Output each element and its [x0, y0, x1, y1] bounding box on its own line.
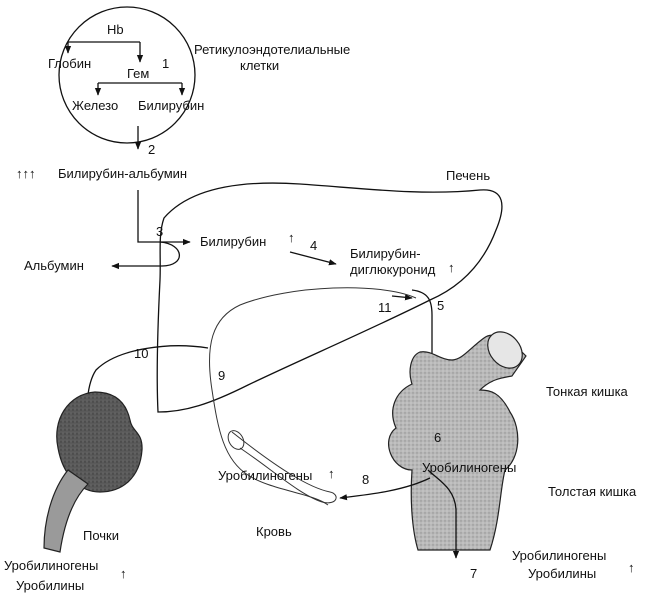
label-feces-line1: Уробилиногены	[512, 548, 606, 563]
label-tolstaya-kishka: Толстая кишка	[548, 484, 637, 499]
label-pechen: Печень	[446, 168, 490, 183]
step-4: 4	[310, 238, 317, 253]
reticuloendothelial-cell	[58, 6, 196, 144]
label-gem: Гем	[127, 66, 149, 81]
label-albumin: Альбумин	[24, 258, 84, 273]
label-bilirubin-liver: Билирубин	[200, 234, 266, 249]
up-urine: ↑	[120, 566, 127, 581]
kidney	[43, 391, 143, 553]
label-bilirubin-dg-line1: Билирубин-	[350, 246, 421, 261]
label-feces-line2: Уробилины	[528, 566, 596, 581]
arrow-4	[289, 251, 337, 266]
label-pochki: Почки	[83, 528, 119, 543]
label-krov: Кровь	[256, 524, 292, 539]
step-8: 8	[362, 472, 369, 487]
label-urobilinogeny-gut: Уробилиногены	[422, 460, 516, 475]
up-bilirubin-dg: ↑	[448, 260, 455, 275]
arrow-5	[411, 289, 436, 389]
label-globin: Глобин	[48, 56, 91, 71]
label-urine-line1: Уробилиногены	[4, 558, 98, 573]
step-6: 6	[434, 430, 441, 445]
label-urobilinogeny-blood: Уробилиногены	[218, 468, 312, 483]
label-bilirubin-cell: Билирубин	[138, 98, 204, 113]
blood-vessel	[227, 430, 337, 504]
step-3: 3	[156, 224, 163, 239]
cell-title-line2: клетки	[240, 58, 279, 73]
up-bilirubin-liver: ↑	[288, 230, 295, 245]
step-7: 7	[470, 566, 477, 581]
label-bilirubin-albumin: Билирубин-альбумин	[58, 166, 187, 181]
arrow-albumin	[111, 241, 180, 270]
label-hb: Hb	[107, 22, 124, 37]
up-feces: ↑	[628, 560, 635, 575]
label-bilirubin-dg-line2: диглюкуронид	[350, 262, 436, 277]
triple-up-arrows: ↑↑↑	[16, 166, 36, 181]
step-9: 9	[218, 368, 225, 383]
arrow-11	[391, 294, 413, 301]
step-2: 2	[148, 142, 155, 157]
arrow-3	[137, 190, 191, 246]
step-10: 10	[134, 346, 148, 361]
label-zhelezo: Железо	[72, 98, 118, 113]
step-5: 5	[437, 298, 444, 313]
up-urobilinogeny-blood: ↑	[328, 466, 335, 481]
enterohepatic-loop	[209, 287, 417, 506]
intestine	[387, 331, 527, 551]
step-11: 11	[378, 300, 392, 315]
label-tonkaya-kishka: Тонкая кишка	[546, 384, 629, 399]
step-1: 1	[162, 56, 169, 71]
arrow-to-blood	[339, 477, 431, 501]
label-urine-line2: Уробилины	[16, 578, 84, 593]
arrow-7	[427, 469, 460, 559]
cell-title-line1: Ретикулоэндотелиальные	[194, 42, 350, 57]
